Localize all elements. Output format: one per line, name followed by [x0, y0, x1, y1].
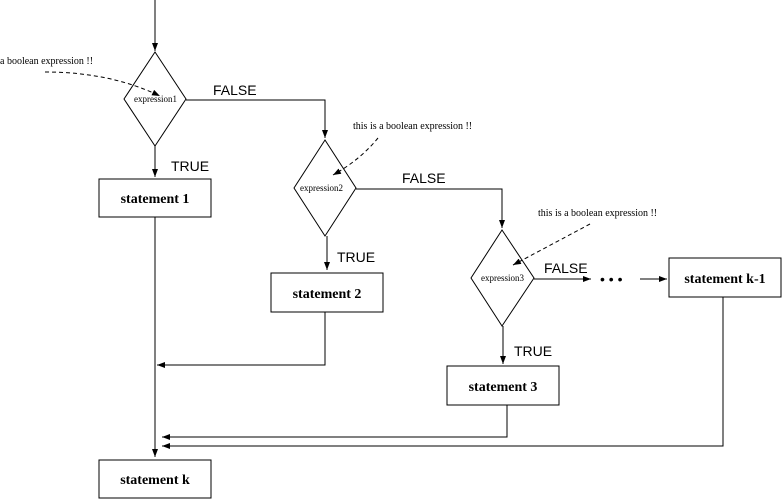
annotation-3: this is a boolean expression !! — [538, 208, 657, 219]
statement-k-box — [98, 459, 212, 499]
stmt3-merge-edge — [162, 405, 508, 440]
annotation-1: a boolean expression !! — [0, 56, 93, 67]
true3-label: TRUE — [514, 343, 552, 359]
statement-k-minus-1-label: statement k-1 — [684, 272, 765, 287]
decision-expression3 — [470, 229, 535, 327]
annotation-1-pointer — [44, 71, 161, 97]
annotation-3-pointer — [512, 223, 591, 266]
statement-2-label: statement 2 — [293, 287, 362, 302]
decision-expression2 — [293, 139, 357, 237]
true2-label: TRUE — [337, 249, 375, 265]
ellipsis-label: • • • — [600, 271, 623, 287]
true1-label: TRUE — [171, 158, 209, 174]
false2-edge — [356, 188, 505, 228]
stmt2-merge-edge — [157, 312, 326, 368]
false1-label: FALSE — [213, 82, 257, 98]
decision-expression1-label: expression1 — [134, 94, 177, 104]
statement-3-label: statement 3 — [469, 380, 538, 395]
statement-1-label: statement 1 — [121, 192, 190, 207]
statement-k-label: statement k — [120, 473, 190, 488]
statement-3-box — [446, 365, 560, 406]
annotation-2: this is a boolean expression !! — [353, 121, 472, 132]
statement-2-box — [270, 272, 384, 313]
false3-label: FALSE — [544, 260, 588, 276]
stmtk1-merge-edge — [162, 297, 724, 449]
statement-k-minus-1-box — [668, 257, 782, 298]
decision-expression2-label: expression2 — [300, 183, 343, 193]
annotation-2-pointer — [332, 137, 379, 176]
decision-expression3-label: expression3 — [481, 273, 524, 283]
false2-label: FALSE — [402, 170, 446, 186]
statement-1-box — [98, 178, 212, 218]
false1-edge — [186, 99, 328, 138]
